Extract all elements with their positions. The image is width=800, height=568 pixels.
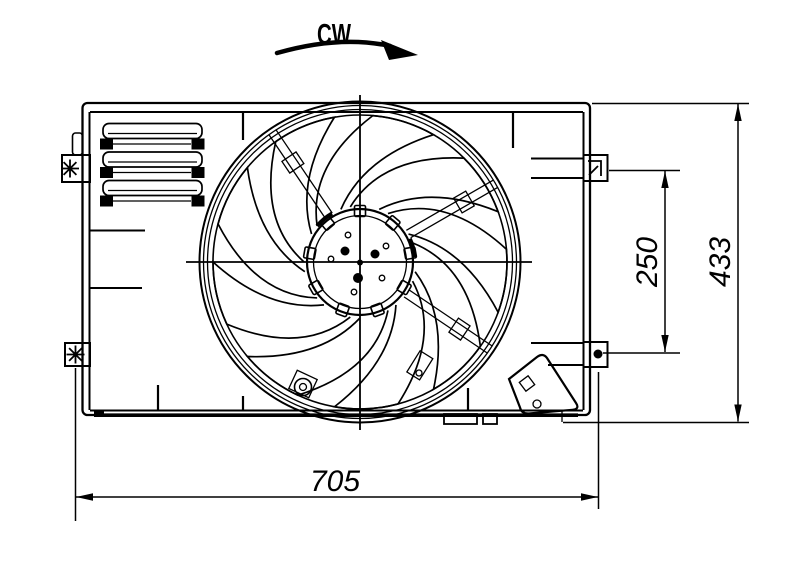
motor-support-struts	[264, 126, 501, 358]
fan-blades	[193, 92, 534, 435]
dim-overall-height-value: 433	[704, 237, 737, 287]
dim-mounting-span-value: 250	[631, 237, 664, 288]
dimension-mounting-span: 250	[603, 169, 680, 354]
mounting-bracket-bottom-left	[64, 342, 91, 367]
hub-clip-arc	[407, 237, 417, 258]
ring-mount-details	[287, 349, 434, 399]
centerlines	[186, 95, 532, 430]
dimension-overall-width: 705	[74, 368, 600, 521]
dim-arrowhead-icon	[581, 493, 598, 501]
fixing-point-star-icon	[61, 159, 79, 178]
dim-arrowhead-icon	[76, 493, 93, 501]
shroud-frame	[81, 101, 592, 425]
dimension-overall-height: 433	[563, 102, 749, 424]
rotation-direction-label: CW	[317, 19, 351, 51]
mounting-bracket-top-left	[61, 132, 91, 183]
hub-bolt-pattern	[327, 231, 390, 296]
dim-arrowhead-icon	[661, 335, 669, 352]
cw-arc-arrow	[274, 39, 393, 56]
rotation-direction-callout: CW	[274, 19, 418, 60]
control-module-box	[507, 353, 579, 415]
fixing-point-dot	[593, 349, 603, 359]
cw-arrowhead-icon	[381, 40, 418, 60]
mounting-bracket-top-right	[531, 154, 609, 182]
louver-grille	[100, 122, 205, 207]
dim-arrowhead-icon	[734, 404, 742, 422]
dim-arrowhead-icon	[661, 171, 669, 188]
mounting-bracket-bottom-right	[531, 341, 609, 368]
dim-arrowhead-icon	[734, 104, 742, 121]
hub-clip-arc	[315, 211, 334, 228]
dim-overall-width-value: 705	[310, 465, 360, 498]
clip-mark-icon	[588, 160, 602, 176]
fixing-point-star-icon	[66, 345, 85, 364]
